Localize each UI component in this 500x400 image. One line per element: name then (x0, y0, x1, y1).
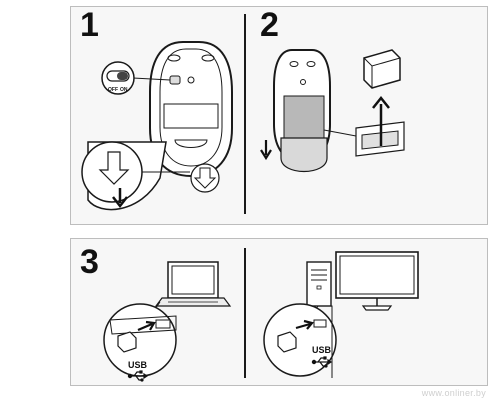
battery-door (280, 137, 328, 173)
step-number-1: 1 (80, 6, 99, 44)
usb-receiver-icon (277, 331, 297, 353)
insert-arrow-icon (303, 319, 314, 330)
outline-down-arrow-icon (98, 151, 130, 185)
usb-label-left: USB (128, 360, 148, 370)
usb-receiver-icon (117, 331, 137, 353)
panel-divider-top (244, 14, 246, 214)
watermark: www.onliner.by (421, 388, 486, 398)
up-arrow-icon (372, 95, 390, 109)
switch-on-label: ON (120, 87, 128, 93)
switch-off-label: OFF (108, 87, 118, 93)
usb-label-right: USB (312, 345, 332, 355)
usb-symbol-icon (127, 370, 149, 382)
step-number-3: 3 (80, 243, 99, 281)
usb-symbol-icon (311, 356, 333, 368)
desktop-tower-icon (306, 261, 332, 307)
step-number-2: 2 (260, 6, 279, 44)
insert-arrow-icon (145, 320, 156, 331)
usb-receiver-icon (363, 49, 401, 89)
panel-divider-bottom (244, 248, 246, 378)
down-arrow-icon (112, 196, 128, 209)
slide-down-arrow-icon (260, 149, 272, 161)
